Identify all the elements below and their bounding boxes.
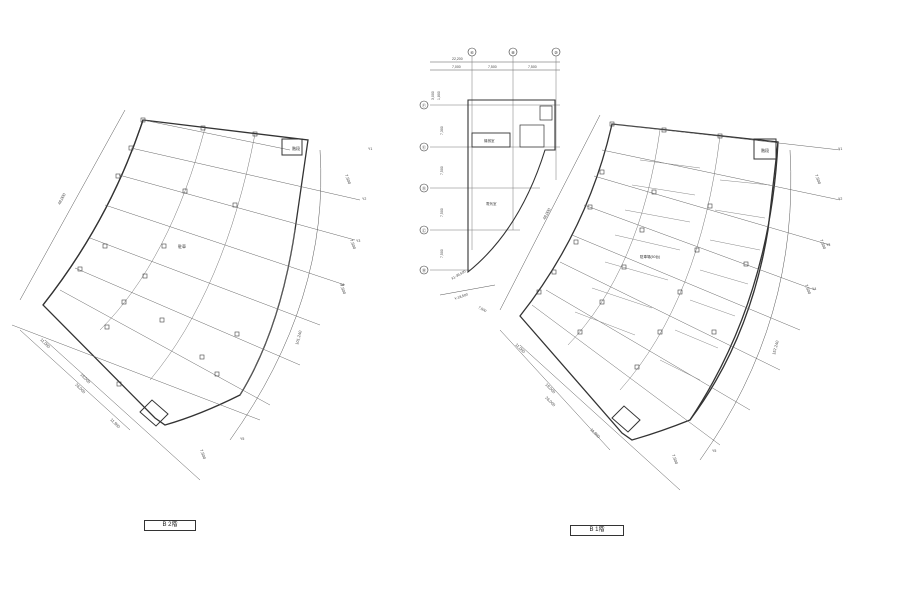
- axis-mark: Y1: [838, 147, 842, 151]
- right-plan-caption: B 1階: [570, 525, 624, 536]
- dim-text: 7,500: [440, 166, 444, 175]
- grid-label: Ⓔ: [422, 144, 426, 150]
- dim-text: 157,240: [771, 339, 780, 355]
- left-core-bottom: [139, 399, 169, 427]
- right-parking-stalls: [574, 159, 771, 381]
- right-core-top: [753, 138, 777, 160]
- left-dim-lines: [19, 109, 322, 481]
- dim-text: 1,800: [437, 91, 441, 100]
- dim-text: 7,500: [440, 249, 444, 258]
- right-floor-plan: [499, 114, 841, 491]
- right-core-bottom: [611, 405, 641, 433]
- dim-text: 7,500: [440, 208, 444, 217]
- right-outer-arc: [689, 141, 779, 421]
- dim-text: 7,000: [452, 65, 461, 69]
- middle-small-box: [539, 105, 553, 121]
- left-dim-texts: 48,000 7,500 7,500 11,000 7,500 19,000 1…: [39, 174, 357, 461]
- middle-grid-vertical: [471, 56, 557, 250]
- axis-mark: Y3: [826, 243, 830, 247]
- dim-text: 7,500: [804, 284, 812, 296]
- left-inner-arc: [42, 119, 144, 306]
- dim-text: 7,500: [819, 239, 827, 251]
- left-room-label: 駐車: [178, 243, 186, 249]
- grid-label: Ⓒ: [422, 227, 426, 233]
- dim-text: 11,900: [589, 427, 602, 440]
- left-arc-lines: [99, 127, 296, 396]
- left-plan-outline: [42, 119, 309, 426]
- dim-text: 101,240: [294, 329, 303, 345]
- grid-label: ⑩: [554, 50, 558, 55]
- dim-text: 48,000: [541, 207, 552, 221]
- axis-mark: Y5: [712, 449, 716, 453]
- dim-text: 7,500: [339, 284, 347, 296]
- dim-text: Y-18,500: [454, 292, 468, 301]
- middle-stair-box: [519, 124, 545, 148]
- middle-floor-plan: [430, 56, 560, 296]
- middle-grid-labels: ⑥ ⑧ ⑩ Ⓕ Ⓔ Ⓓ Ⓒ Ⓑ: [422, 50, 558, 273]
- axis-mark: Y5: [240, 437, 244, 441]
- axis-mark: Y2: [838, 197, 842, 201]
- dim-text: 7,500: [349, 239, 357, 251]
- middle-room-box: [471, 132, 511, 148]
- grid-label: Ⓓ: [422, 185, 426, 191]
- room-label: 機械室: [484, 138, 495, 143]
- dim-text: 7,500: [488, 65, 497, 69]
- middle-outline: [467, 99, 556, 274]
- dim-text: 7,500: [478, 305, 488, 313]
- right-room-label: 駐車場(50台): [640, 254, 660, 259]
- axis-mark: Y1: [368, 147, 372, 151]
- axis-mark: Y2: [362, 197, 366, 201]
- left-core-label: 階段: [292, 145, 300, 151]
- right-columns: [536, 121, 749, 370]
- right-core-label: 階段: [761, 147, 769, 153]
- grid-label: Ⓕ: [422, 102, 426, 108]
- axis-mark: Y4: [340, 283, 344, 287]
- grid-label: ⑥: [470, 50, 474, 55]
- dim-text: 7,500: [199, 449, 207, 461]
- left-floor-plan: [11, 109, 361, 481]
- axis-marks: Y1 Y2 Y3 Y4 Y5 Y1 Y2 Y3 Y4 Y5: [240, 147, 842, 453]
- room-label: 電気室: [486, 201, 497, 206]
- left-core-top: [281, 138, 303, 156]
- middle-grid-bubbles: [419, 47, 561, 275]
- right-radial-lines: [531, 123, 841, 446]
- dim-text: 7,500: [344, 174, 352, 186]
- axis-mark: Y3: [356, 239, 360, 243]
- dim-text: 19,000: [544, 382, 557, 395]
- dim-text: 11,000: [39, 337, 52, 350]
- axis-mark: Y4: [812, 287, 816, 291]
- left-columns: [77, 117, 258, 387]
- dim-text: 26,000: [74, 382, 87, 395]
- right-dim-lines: [499, 114, 792, 491]
- dim-text: X1-39,500: [451, 269, 467, 281]
- right-arc-lines: [567, 129, 721, 391]
- dim-text: 3,000: [431, 91, 435, 100]
- left-plan-caption: B 2階: [144, 520, 196, 531]
- grid-label: Ⓑ: [422, 267, 426, 273]
- dim-text: 26,000: [544, 395, 557, 408]
- middle-dim-texts: 22,200 7,000 7,500 7,500 3,000 1,800 7,3…: [431, 57, 537, 313]
- left-radial-lines: [11, 119, 361, 421]
- dim-text: 11,000: [514, 342, 527, 355]
- grid-label: ⑧: [511, 50, 515, 55]
- right-plan-outline: [519, 123, 779, 441]
- right-dim-texts: 48,000 7,500 7,500 11,000 7,500 19,000 1…: [514, 174, 827, 466]
- dim-text: 7,500: [528, 65, 537, 69]
- dim-text: 48,000: [56, 192, 67, 206]
- dim-text: 7,300: [440, 126, 444, 135]
- dim-text: 11,900: [109, 417, 122, 430]
- dim-text: 7,500: [814, 174, 822, 186]
- dim-text: 19,000: [79, 372, 92, 385]
- dim-text: 7,500: [671, 454, 679, 466]
- dim-text: 22,200: [452, 57, 463, 61]
